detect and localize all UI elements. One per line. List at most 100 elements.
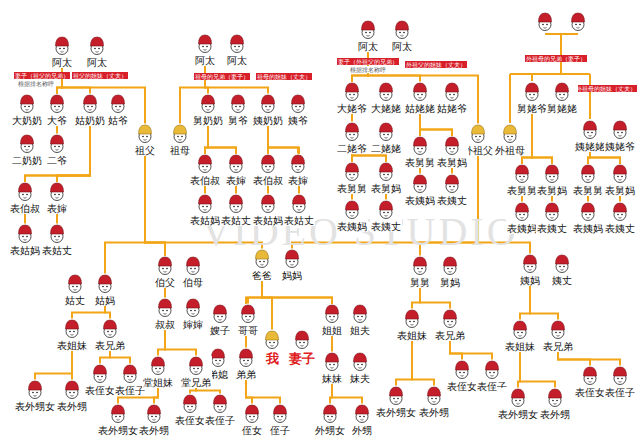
person-name: 二姥姥: [371, 143, 401, 154]
person-icon: [376, 200, 396, 220]
person-icon: [376, 122, 396, 142]
person-name: 阿太: [87, 57, 107, 68]
person-icon: [452, 360, 472, 380]
person-node: 表舅舅: [506, 164, 538, 196]
person-icon: [144, 404, 164, 424]
person-icon: [108, 94, 128, 114]
person-name: 姐姐: [322, 325, 342, 336]
person-icon: [376, 162, 396, 182]
person-name: 表侄女: [447, 381, 477, 392]
person-name: 表外甥: [540, 409, 570, 420]
person-node: 姨丈: [551, 254, 573, 286]
person-icon: [402, 309, 422, 329]
person-node: 表兄弟: [434, 309, 466, 341]
person-node: 表伯叔: [9, 182, 41, 214]
person-node: 表舅妈: [370, 162, 402, 194]
person-icon: [350, 304, 370, 324]
family-line: [332, 384, 362, 404]
person-name: 阿太: [52, 57, 72, 68]
person-icon: [442, 82, 462, 102]
person-node: 阿太: [391, 20, 413, 52]
callout-label: 外祖父的姐妹（丈夫）: [405, 61, 467, 68]
person-icon: [62, 380, 82, 400]
person-name: 外祖母: [495, 145, 525, 156]
person-name: 姑妈: [95, 295, 115, 306]
person-icon: [500, 124, 520, 144]
family-line: [412, 288, 420, 309]
person-icon: [342, 82, 362, 102]
person-icon: [52, 36, 72, 56]
person-node: 妈妈: [281, 249, 303, 281]
person-node: 二爷: [46, 134, 68, 166]
person-name: 表舅妈: [605, 185, 635, 196]
person-icon: [542, 164, 562, 184]
family-line: [165, 330, 196, 356]
person-name: 姑姥姥: [405, 103, 435, 114]
person-node: 表姨丈: [370, 200, 402, 232]
person-icon: [289, 194, 309, 214]
person-node: 表伯叔: [252, 154, 284, 186]
person-icon: [183, 298, 203, 318]
person-node: 二奶奶: [11, 134, 43, 166]
person-icon: [580, 120, 600, 140]
person-icon: [442, 174, 462, 194]
person-name: 舅姥姥: [547, 103, 577, 114]
family-line: [145, 156, 165, 256]
person-node: 阿太: [357, 20, 379, 52]
person-name: 姨奶奶: [253, 115, 283, 126]
person-name: 表姑丈: [221, 215, 251, 226]
person-name: 表侄女: [175, 415, 205, 426]
person-name: 二奶奶: [12, 155, 42, 166]
person-name: 表姨丈: [605, 223, 635, 234]
person-icon: [410, 174, 430, 194]
person-name: 表婶: [288, 175, 308, 186]
note-text: 根据排名称呼: [350, 66, 386, 73]
person-icon: [350, 352, 370, 372]
person-icon: [322, 352, 342, 372]
person-name: 姑丈: [65, 295, 85, 306]
person-node: 表婶: [287, 154, 309, 186]
person-icon: [95, 274, 115, 294]
callout-label: 妻子（外祖父的兄弟）: [337, 58, 399, 65]
person-icon: [100, 319, 120, 339]
person-name: 表舅妈: [537, 185, 567, 196]
person-icon: [440, 256, 460, 276]
family-line: [530, 286, 558, 320]
family-line: [71, 351, 73, 380]
person-name: 表婶: [226, 175, 246, 186]
tree-line: [510, 34, 590, 123]
person-name: 表舅妈: [437, 157, 467, 168]
person-node: 表外甥女: [97, 404, 139, 436]
person-icon: [580, 366, 600, 386]
person-node: 表姑丈: [220, 194, 252, 226]
person-name: 表伯叔: [253, 175, 283, 186]
person-icon: [410, 136, 430, 156]
person-node: 姑丈: [64, 274, 86, 306]
person-name: 大爷: [47, 115, 67, 126]
person-icon: [262, 330, 282, 350]
person-node: 叔叔: [154, 298, 176, 330]
person-node: 嫂子: [209, 304, 231, 336]
person-node: 表伯叔: [189, 154, 221, 186]
person-name: 表姐妹: [505, 341, 535, 352]
person-icon: [17, 134, 37, 154]
person-name: 表外甥女: [15, 401, 55, 412]
person-icon: [186, 356, 206, 376]
person-name: 表侄女: [85, 385, 115, 396]
person-node: 堂兄弟: [180, 356, 212, 388]
person-node: 大姥爷: [336, 82, 368, 114]
person-node: 伯母: [182, 256, 204, 288]
person-name: 姨姥姥: [575, 141, 605, 152]
person-node: 妹夫: [349, 352, 371, 384]
family-line: [72, 306, 105, 319]
person-name: 堂兄弟: [181, 377, 211, 388]
person-icon: [180, 394, 200, 414]
person-node: 表姨丈: [436, 174, 468, 206]
person-icon: [155, 256, 175, 276]
person-name: 表姨妈: [507, 223, 537, 234]
person-name: 表侄子: [115, 385, 145, 396]
person-icon: [15, 182, 35, 202]
person-name: 表姨妈: [337, 221, 367, 232]
person-icon: [358, 20, 378, 40]
